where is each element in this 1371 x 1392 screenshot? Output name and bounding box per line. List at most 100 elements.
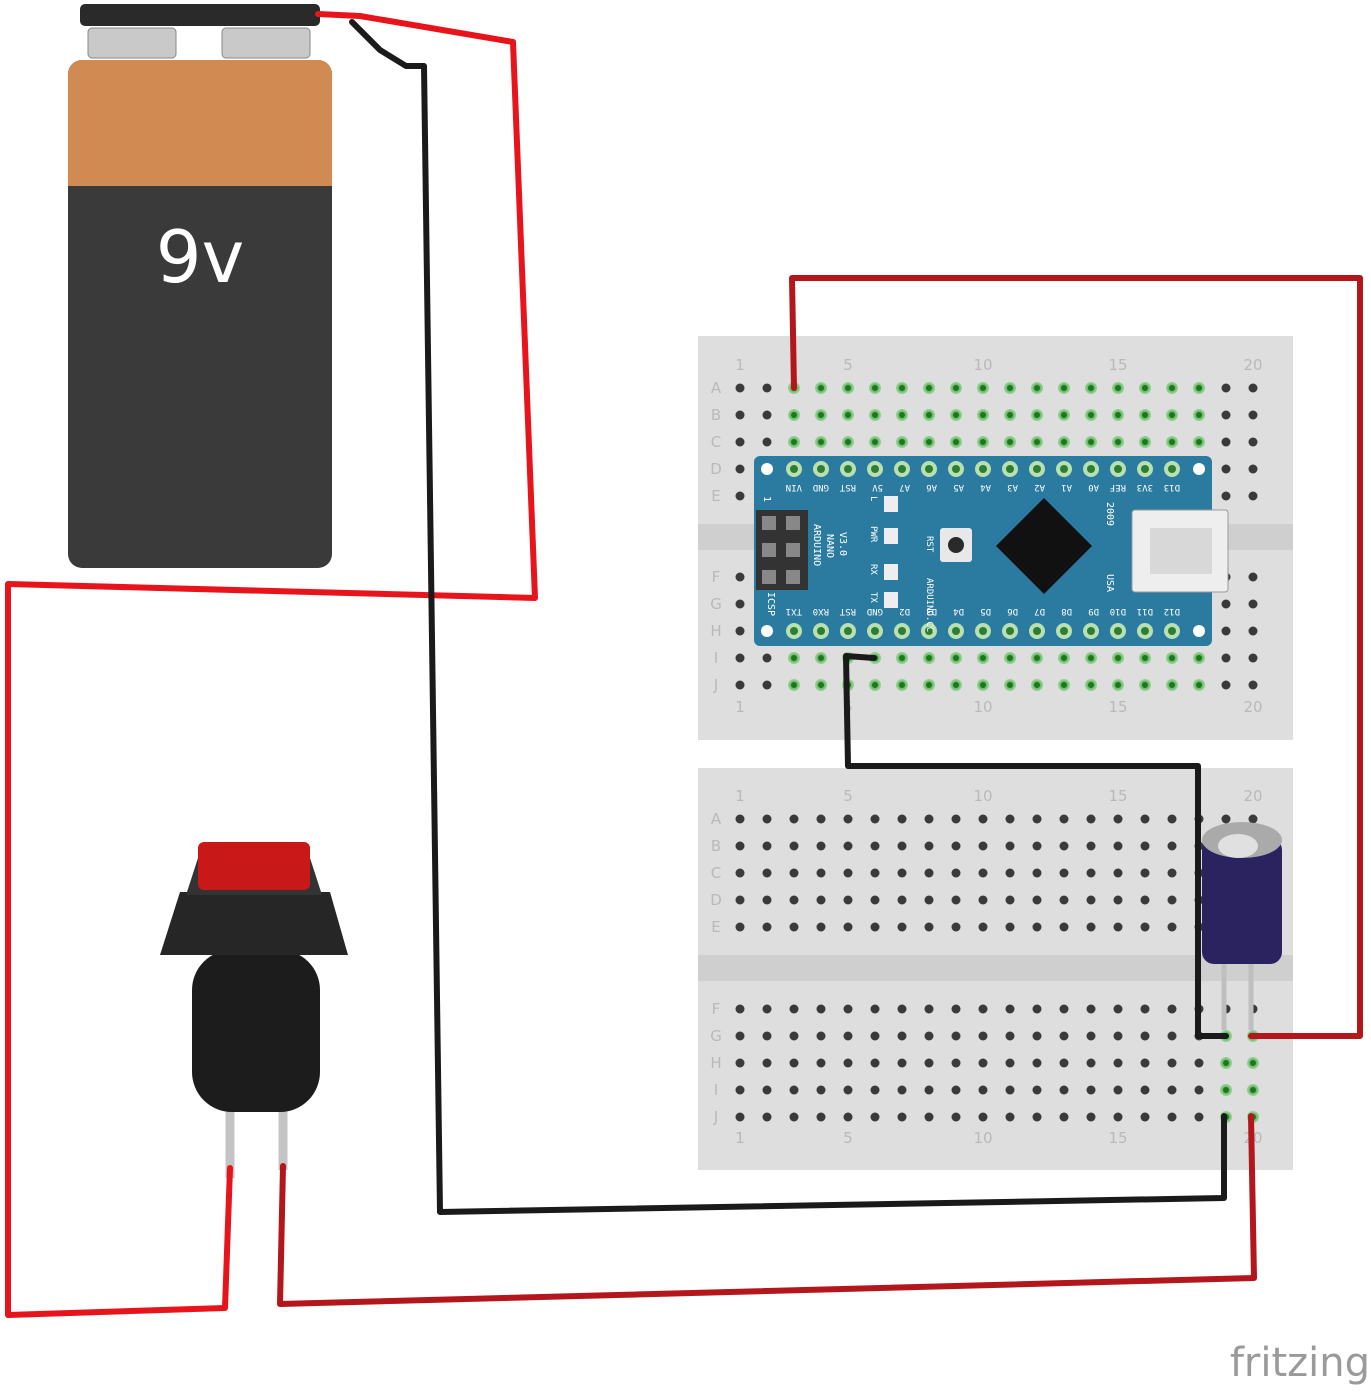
connected-hole-core — [980, 655, 986, 661]
connected-hole-core — [791, 412, 797, 418]
breadboard-hole — [1221, 410, 1231, 420]
breadboard-hole — [897, 1004, 907, 1014]
breadboard-hole — [762, 653, 772, 663]
nano-pin-label-bottom: D11 — [1137, 606, 1153, 616]
nano-pin-label-bottom: D3 — [926, 606, 937, 616]
breadboard-hole — [735, 841, 745, 851]
connected-hole-core — [818, 655, 824, 661]
breadboard-hole — [789, 814, 799, 824]
row-label: B — [711, 406, 721, 424]
connected-hole-core — [1196, 439, 1202, 445]
breadboard-hole — [1113, 1004, 1123, 1014]
breadboard-hole — [870, 895, 880, 905]
breadboard-hole — [951, 1004, 961, 1014]
breadboard-hole — [1221, 437, 1231, 447]
connected-hole-core — [818, 385, 824, 391]
connected-hole-core — [1007, 682, 1013, 688]
row-label: H — [710, 622, 721, 640]
breadboard-hole — [951, 868, 961, 878]
breadboard-hole — [1113, 922, 1123, 932]
nano-pin-core — [1087, 465, 1095, 473]
breadboard-hole — [1032, 1112, 1042, 1122]
nano-pin-core — [979, 627, 987, 635]
breadboard-hole — [1167, 1085, 1177, 1095]
wire-gnd — [843, 653, 1229, 1039]
breadboard-hole — [1113, 1058, 1123, 1068]
connected-hole-core — [899, 385, 905, 391]
breadboard-hole — [735, 653, 745, 663]
nano-mount-hole — [761, 463, 773, 475]
connected-hole-core — [791, 439, 797, 445]
icsp-pin1-label: 1 — [761, 496, 772, 502]
breadboard-hole — [870, 1031, 880, 1041]
nano-pin-label-top: 5V — [872, 482, 883, 492]
breadboard-hole — [762, 410, 772, 420]
nano-pin-core — [979, 465, 987, 473]
breadboard-hole — [897, 1112, 907, 1122]
breadboard-hole — [1032, 895, 1042, 905]
connected-hole-core — [1061, 655, 1067, 661]
nano-pin-label-bottom: D2 — [899, 606, 910, 616]
breadboard-hole — [1140, 1058, 1150, 1068]
breadboard-hole — [816, 1004, 826, 1014]
breadboard-hole — [1005, 895, 1015, 905]
breadboard-hole — [1140, 868, 1150, 878]
breadboard-hole — [843, 814, 853, 824]
battery-body — [68, 60, 332, 568]
wire-vin — [789, 275, 1363, 1039]
breadboard-hole — [762, 1058, 772, 1068]
breadboard-hole — [924, 841, 934, 851]
breadboard-hole — [762, 383, 772, 393]
breadboard-hole — [789, 895, 799, 905]
breadboard-hole — [843, 1058, 853, 1068]
row-label: A — [711, 379, 722, 397]
battery-copper-band — [68, 150, 332, 186]
nano-pin-core — [1060, 465, 1068, 473]
connected-hole-core — [1061, 682, 1067, 688]
breadboard-hole — [789, 922, 799, 932]
row-label: H — [710, 1054, 721, 1072]
breadboard-hole — [1140, 1004, 1150, 1014]
led-label-pwr: PWR — [868, 526, 878, 543]
connected-hole-core — [899, 439, 905, 445]
breadboard-hole — [1221, 814, 1231, 824]
nano-pin-label-top: D13 — [1164, 482, 1180, 492]
connected-hole-core — [953, 412, 959, 418]
breadboard-hole — [1167, 868, 1177, 878]
connected-hole-core — [818, 412, 824, 418]
nano-mount-hole — [1193, 463, 1205, 475]
breadboard-hole — [789, 1031, 799, 1041]
breadboard-hole — [1167, 1112, 1177, 1122]
nano-pin-core — [925, 627, 933, 635]
breadboard-hole — [843, 841, 853, 851]
breadboard-hole — [735, 922, 745, 932]
breadboard-hole — [762, 922, 772, 932]
breadboard-hole — [1248, 626, 1258, 636]
nano-pin-core — [1114, 627, 1122, 635]
button-cap[interactable] — [198, 842, 310, 890]
connected-hole-core — [1196, 412, 1202, 418]
breadboard-hole — [762, 1004, 772, 1014]
nano-pin-core — [844, 627, 852, 635]
connected-hole-core — [1250, 1087, 1256, 1093]
breadboard-hole — [897, 841, 907, 851]
icsp-pins — [762, 516, 800, 584]
nano-title-2: NANO — [824, 534, 835, 558]
connected-hole-core — [872, 439, 878, 445]
reset-button-cap[interactable] — [948, 537, 964, 553]
breadboard-hole — [1221, 653, 1231, 663]
connected-hole-core — [1142, 439, 1148, 445]
breadboard-hole — [1167, 814, 1177, 824]
breadboard-hole — [762, 437, 772, 447]
breadboard-hole — [816, 922, 826, 932]
breadboard-hole — [1221, 680, 1231, 690]
breadboard-hole — [1059, 868, 1069, 878]
breadboard-hole — [1140, 1112, 1150, 1122]
breadboard-hole — [735, 437, 745, 447]
breadboard-hole — [870, 1085, 880, 1095]
nano-mount-hole — [761, 625, 773, 637]
nano-mount-hole — [1193, 625, 1205, 637]
row-label: I — [714, 1081, 718, 1099]
breadboard-hole — [924, 922, 934, 932]
breadboard-hole — [1167, 1058, 1177, 1068]
